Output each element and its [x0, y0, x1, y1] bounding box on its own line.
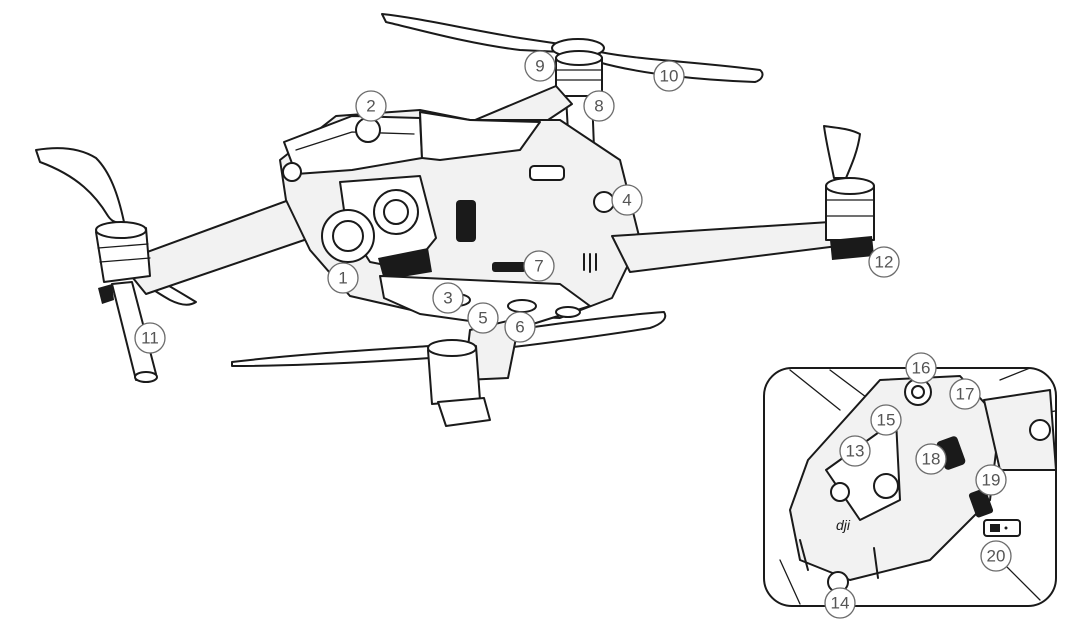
callout-20: 20	[980, 540, 1012, 572]
callout-label: 15	[877, 411, 896, 430]
callout-label: 1	[338, 269, 347, 288]
callout-16: 16	[905, 352, 937, 384]
front-left-motor	[95, 221, 151, 283]
callout-11: 11	[134, 322, 166, 354]
callout-13: 13	[839, 435, 871, 467]
callout-10: 10	[653, 60, 685, 92]
callout-12: 12	[868, 246, 900, 278]
callout-label: 17	[956, 385, 975, 404]
callout-17: 17	[949, 378, 981, 410]
callout-label: 5	[478, 309, 487, 328]
callout-label: 14	[831, 594, 850, 613]
callout-label: 3	[443, 289, 452, 308]
drone-illustration	[35, 13, 875, 427]
callout-3: 3	[432, 282, 464, 314]
callout-label: 6	[515, 318, 524, 337]
callout-18: 18	[915, 443, 947, 475]
rear-vision-sensor	[593, 191, 615, 213]
callout-7: 7	[523, 250, 555, 282]
callout-19: 19	[975, 464, 1007, 496]
callout-label: 11	[141, 329, 159, 348]
gimbal-camera	[321, 175, 437, 280]
rear-right-arm	[611, 221, 839, 273]
callout-9: 9	[524, 50, 556, 82]
rear-right-motor-12	[823, 125, 875, 260]
callout-label: 16	[912, 359, 931, 378]
callout-4: 4	[611, 184, 643, 216]
callout-1: 1	[327, 262, 359, 294]
callout-label: 8	[594, 97, 603, 116]
callout-label: 18	[922, 450, 941, 469]
callout-label: 4	[622, 191, 631, 210]
top-shell	[419, 111, 541, 161]
callout-label: 7	[534, 257, 543, 276]
callout-14: 14	[824, 587, 856, 619]
callout-2: 2	[355, 90, 387, 122]
side-vents	[456, 200, 597, 273]
callout-label: 20	[987, 547, 1006, 566]
front-left-landing-gear	[98, 281, 158, 383]
front-left-arm	[119, 195, 317, 295]
callout-label: 12	[875, 253, 894, 272]
top-vent	[529, 165, 565, 181]
callout-5: 5	[467, 302, 499, 334]
callout-label: 13	[846, 442, 865, 461]
callout-label: 9	[535, 57, 544, 76]
dji-logo: dji	[836, 517, 851, 533]
callout-6: 6	[504, 311, 536, 343]
callout-8: 8	[583, 90, 615, 122]
callout-15: 15	[870, 404, 902, 436]
callout-label: 19	[982, 471, 1001, 490]
callout-label: 2	[366, 97, 375, 116]
inset-detail: dji	[763, 367, 1057, 607]
callout-label: 10	[660, 67, 679, 86]
usb-port	[492, 262, 526, 272]
